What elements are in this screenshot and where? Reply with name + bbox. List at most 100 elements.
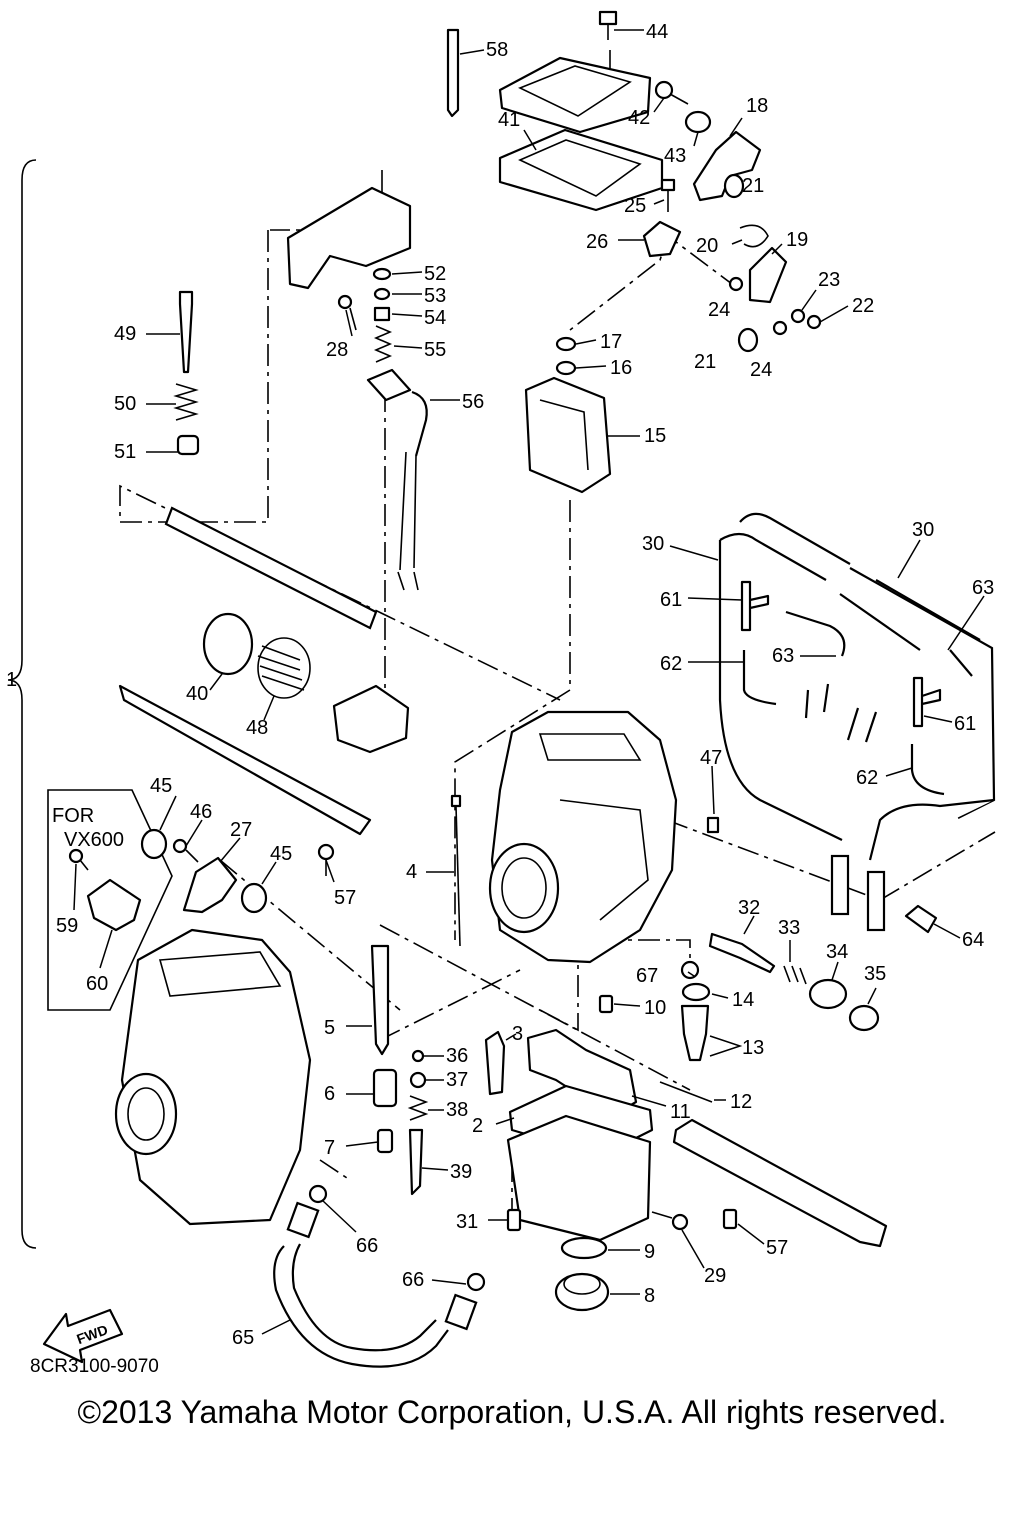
callout-3: 3: [512, 1023, 523, 1045]
callout-62: 62: [856, 767, 878, 789]
part-35-plug: [848, 1004, 880, 1032]
callout-23: 23: [818, 269, 840, 291]
callout-7: 7: [324, 1137, 335, 1159]
part-45-collar: [240, 882, 268, 914]
part-38-spring: [407, 1095, 429, 1121]
callout-60: 60: [86, 973, 108, 995]
callout-16: 16: [610, 357, 632, 379]
callout-57: 57: [334, 887, 356, 909]
callout-labels: 2 3 4 5 6 7 8 9 10 11 12 13 14 15 16 17 …: [56, 21, 994, 1349]
part-9-o-ring: [560, 1236, 608, 1260]
copyright-notice: ©2013 Yamaha Motor Corporation, U.S.A. A…: [77, 1394, 947, 1430]
callout-50: 50: [114, 393, 136, 415]
callout-55: 55: [424, 339, 446, 361]
part-24-washer: [728, 276, 744, 292]
callout-51: 51: [114, 441, 136, 463]
callout-46: 46: [190, 801, 212, 823]
variant-note-line-1: FOR: [52, 805, 94, 827]
part-20-spring: [739, 224, 769, 248]
part-37-washer: [409, 1071, 427, 1089]
callout-66: 66: [356, 1235, 378, 1257]
part-50-spring: [173, 383, 199, 421]
callout-13: 13: [742, 1037, 764, 1059]
callout-58: 58: [486, 39, 508, 61]
part-29-screw: [651, 1211, 689, 1231]
part-42-screw: [654, 80, 689, 105]
callout-6: 6: [324, 1083, 335, 1105]
callout-65: 65: [232, 1327, 254, 1349]
part-40-sleeve: [202, 612, 254, 676]
part-27-lever: [182, 856, 238, 914]
callout-14: 14: [732, 989, 754, 1011]
part-8-drain-plug: [554, 1272, 610, 1312]
part-52-washer: [372, 267, 392, 281]
callout-57: 57: [766, 1237, 788, 1259]
callout-61: 61: [954, 713, 976, 735]
part-66-hose-stub: [444, 1293, 478, 1331]
callout-63: 63: [772, 645, 794, 667]
part-39-needle: [408, 1128, 424, 1196]
callout-8: 8: [644, 1285, 655, 1307]
callout-17: 17: [600, 331, 622, 353]
part-62-hose: [742, 650, 945, 796]
part-63-hose: [785, 610, 973, 743]
callout-2: 2: [472, 1115, 483, 1137]
part-48-spring: [257, 645, 305, 691]
callout-31: 31: [456, 1211, 478, 1233]
assembly-label: 1: [6, 669, 17, 691]
callout-34: 34: [826, 941, 848, 963]
part-66-hose-stub: [286, 1201, 320, 1239]
callout-47: 47: [700, 747, 722, 769]
callout-9: 9: [644, 1241, 655, 1263]
callout-21: 21: [694, 351, 716, 373]
part-3-float-valve: [484, 1030, 506, 1096]
part-4-long-screw: [450, 794, 462, 947]
part-57-screw: [722, 1208, 738, 1230]
callout-21: 21: [742, 175, 764, 197]
callout-24: 24: [708, 299, 730, 321]
part-joint-hose: [164, 506, 378, 630]
part-13-valve: [680, 1004, 710, 1062]
callout-11: 11: [670, 1101, 691, 1123]
drawing-code: 8CR3100-9070: [30, 1356, 159, 1377]
callout-25: 25: [624, 195, 646, 217]
part-12-pin: [659, 1081, 713, 1103]
callout-41: 41: [498, 109, 520, 131]
part-carburetor-body-center: [488, 710, 678, 964]
part-47-screw: [706, 816, 720, 834]
part-linkage-rail: [118, 684, 372, 836]
part-60-sensor: [86, 878, 142, 932]
part-59-screw: [68, 848, 89, 871]
callout-54: 54: [424, 307, 446, 329]
part-19-link: [748, 246, 788, 304]
part-17-clip: [555, 336, 577, 352]
callout-30: 30: [912, 519, 934, 541]
callout-38: 38: [446, 1099, 468, 1121]
part-bottom-rail: [672, 1118, 888, 1248]
assembly-brace: [7, 159, 37, 1249]
part-21-collar: [737, 327, 759, 353]
callout-59: 59: [56, 915, 78, 937]
part-16-washer: [555, 360, 577, 376]
part-23-washer: [790, 308, 806, 324]
part-28-screw: [337, 294, 357, 331]
part-carburetor-body-left: [114, 928, 312, 1226]
vx600-variant-box: [47, 789, 173, 1011]
callout-62: 62: [660, 653, 682, 675]
part-30-vent-hoses: [718, 512, 996, 932]
callout-32: 32: [738, 897, 760, 919]
callout-4: 4: [406, 861, 417, 883]
callout-37: 37: [446, 1069, 468, 1091]
part-66-clamp: [308, 1184, 328, 1204]
part-21-collar: [723, 173, 745, 199]
callout-44: 44: [646, 21, 668, 43]
part-10-screw: [598, 994, 614, 1014]
callout-5: 5: [324, 1017, 335, 1039]
callout-20: 20: [696, 235, 718, 257]
part-14-o-ring: [681, 982, 711, 1002]
part-53-washer: [373, 287, 391, 301]
callout-64: 64: [962, 929, 984, 951]
callout-15: 15: [644, 425, 666, 447]
callout-29: 29: [704, 1265, 726, 1287]
part-67-filter: [680, 960, 700, 980]
